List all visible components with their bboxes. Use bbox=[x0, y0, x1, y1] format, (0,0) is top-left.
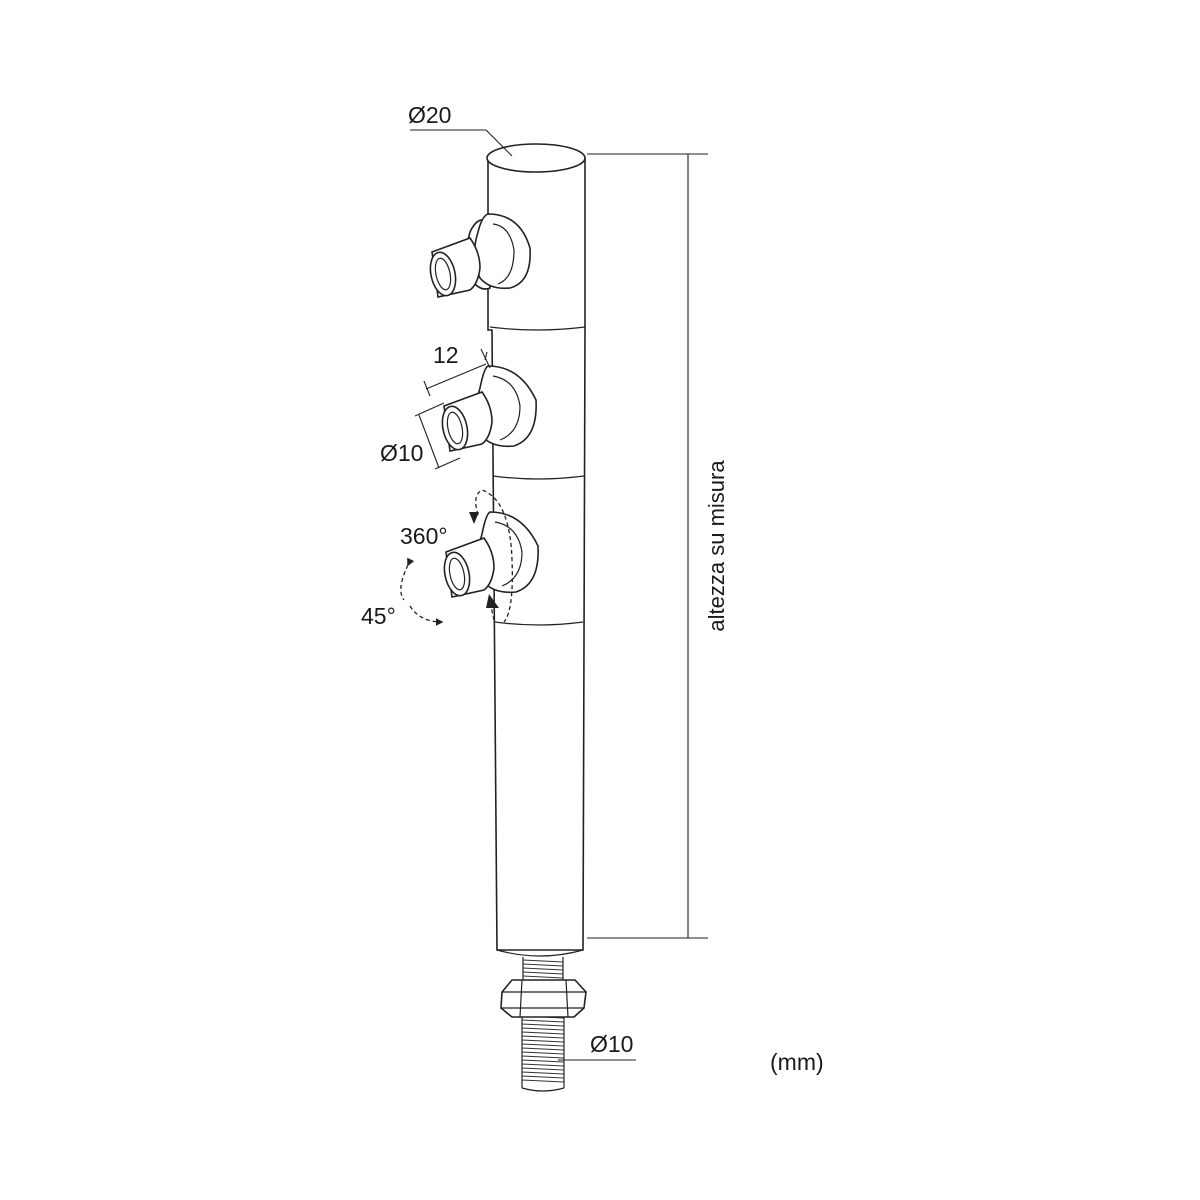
arm-length-label: 12 bbox=[433, 342, 459, 368]
pole-joint-1 bbox=[489, 326, 586, 331]
spot-arm-top bbox=[429, 213, 531, 298]
pole-bottom-edge bbox=[496, 949, 584, 957]
tilt-label: 45° bbox=[361, 603, 396, 629]
thread-diameter-label: Ø10 bbox=[590, 1031, 633, 1057]
top-diameter-label: Ø20 bbox=[408, 102, 451, 128]
units-label: (mm) bbox=[770, 1049, 824, 1075]
arm-diameter-dimension: Ø10 bbox=[380, 402, 461, 470]
tilt-indicator bbox=[400, 557, 444, 626]
pole-joint-2 bbox=[492, 475, 585, 480]
height-dimension: altezza su misura bbox=[587, 153, 729, 939]
height-label: altezza su misura bbox=[704, 460, 729, 632]
spot-arm-bottom bbox=[443, 511, 539, 598]
rotation-indicator bbox=[469, 489, 513, 623]
spot-arm-middle bbox=[441, 365, 537, 452]
pole-top-cap bbox=[486, 143, 586, 173]
thread-diameter-callout: Ø10 bbox=[558, 1031, 636, 1061]
rotation-label: 360° bbox=[400, 523, 448, 549]
threaded-stud bbox=[521, 957, 565, 1092]
hex-nut bbox=[500, 979, 587, 1018]
top-diameter-callout: Ø20 bbox=[408, 102, 513, 157]
arm-length-dimension: 12 bbox=[423, 342, 491, 397]
arm-diameter-label: Ø10 bbox=[380, 440, 423, 466]
pole-joint-3 bbox=[494, 621, 584, 626]
